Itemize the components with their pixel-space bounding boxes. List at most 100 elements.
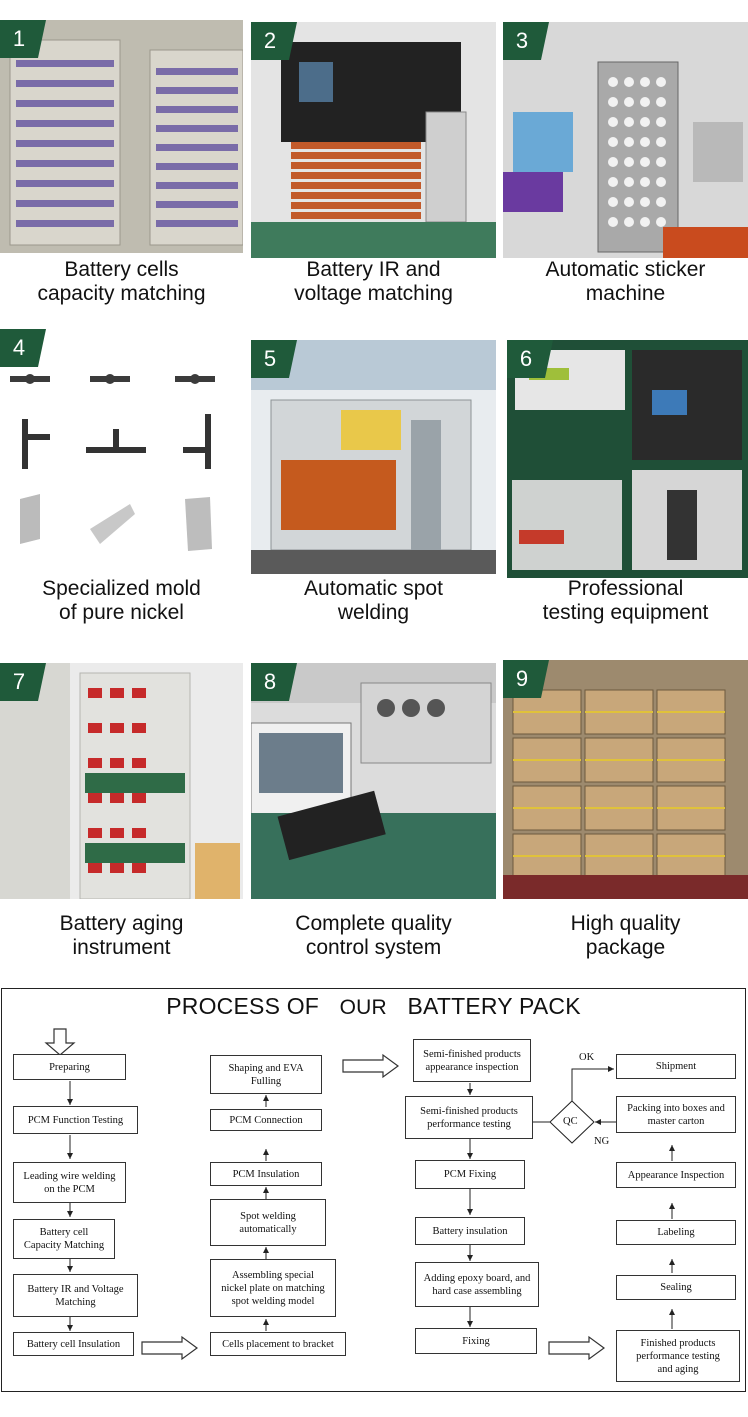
caption-line: Battery cells (64, 258, 179, 281)
step-image-7 (0, 663, 243, 899)
process-step-text: appearance inspection (425, 1061, 519, 1073)
process-step-text: Finished products (640, 1337, 716, 1349)
process-step-text: Labeling (657, 1227, 695, 1238)
process-step-text: Capacity Matching (23, 1240, 105, 1251)
caption-line: Battery aging (59, 912, 184, 935)
caption-line: testing equipment (542, 601, 709, 624)
process-step-text: PCM Insulation (232, 1168, 300, 1180)
process-step-3-4: Battery insulation (415, 1217, 525, 1245)
process-step-text: Fulling (250, 1075, 282, 1087)
caption-line: Automatic spot (304, 577, 443, 600)
process-step-4-3: Appearance Inspection (616, 1162, 736, 1188)
step-photo-1: 1 (0, 20, 243, 253)
process-step-text: master carton (647, 1115, 705, 1127)
caption-line: Specialized mold (42, 577, 201, 600)
process-step-text: Semi-finished products (420, 1105, 518, 1117)
process-step-text: Assembling special (232, 1269, 314, 1281)
step-number-badge: 5 (251, 340, 297, 378)
process-step-text: PCM Function Testing (27, 1114, 124, 1126)
process-step-text: PCM Connection (229, 1114, 303, 1126)
caption-line: welding (337, 601, 410, 624)
process-step-text: Shipment (655, 1061, 697, 1072)
step-photo-7: 7 (0, 663, 243, 899)
process-step-2-2: PCM Connection (210, 1109, 322, 1131)
process-step-text: Adding epoxy board, and (423, 1272, 531, 1284)
process-step-text: Battery cell (39, 1227, 89, 1238)
step-image-5 (251, 340, 496, 574)
process-step-text: Packing into boxes and (627, 1102, 725, 1114)
caption-line: Complete quality (295, 912, 452, 935)
flowchart-title: PROCESS OF OUR BATTERY PACK (2, 993, 745, 1020)
process-step-text: Semi-finished products (423, 1048, 521, 1060)
process-step-text: Appearance Inspection (627, 1169, 725, 1181)
step-number-badge: 9 (503, 660, 549, 698)
caption-line: Battery IR and (306, 258, 441, 281)
process-step-4-1: Shipment (616, 1054, 736, 1079)
qc-label: QC (563, 1116, 578, 1127)
process-step-2-6: Cells placement to bracket (210, 1332, 346, 1356)
step-image-2 (251, 22, 496, 258)
process-step-text: Spot welding (240, 1210, 296, 1222)
step-photo-6: 6 (507, 340, 748, 578)
step-photo-9: 9 (503, 660, 748, 899)
step-image-6 (507, 340, 748, 578)
step-photo-3: 3 (503, 22, 748, 258)
step-number-badge: 4 (0, 329, 46, 367)
step-number-badge: 8 (251, 663, 297, 701)
process-flowchart: PROCESS OF OUR BATTERY PACK (1, 988, 746, 1392)
process-step-4-5: Sealing (616, 1275, 736, 1300)
process-step-text: automatically (239, 1223, 297, 1235)
process-step-text: and aging (657, 1363, 699, 1375)
process-step-text: performance testing (636, 1350, 720, 1362)
step-number-badge: 1 (0, 20, 46, 58)
process-step-text: performance testing (427, 1118, 511, 1130)
process-step-text: spot welding model (231, 1295, 315, 1307)
title-part-2: OUR (339, 996, 387, 1019)
title-part-3: BATTERY PACK (407, 993, 581, 1019)
caption-line: package (585, 936, 666, 959)
process-step-text: Battery IR and Voltage (27, 1283, 124, 1295)
ok-label: OK (579, 1052, 595, 1063)
step-image-9 (503, 660, 748, 899)
caption-line: instrument (72, 936, 171, 959)
process-step-text: Fixing (462, 1335, 490, 1347)
step-number-badge: 2 (251, 22, 297, 60)
process-step-text: PCM Fixing (443, 1169, 497, 1180)
process-step-text: Preparing (49, 1061, 90, 1073)
process-step-text: Matching (55, 1296, 96, 1308)
step-image-1 (0, 20, 243, 253)
step-photo-2: 2 (251, 22, 496, 258)
process-step-1-6: Battery cell Insulation (13, 1332, 134, 1356)
process-step-text: Shaping and EVA (228, 1062, 304, 1074)
process-step-text: Battery insulation (432, 1225, 508, 1237)
process-step-3-6: Fixing (415, 1328, 537, 1354)
caption-line: voltage matching (294, 282, 453, 305)
process-step-text: hard case assembling (432, 1285, 522, 1297)
step-photo-8: 8 (251, 663, 496, 899)
caption-line: of pure nickel (59, 601, 184, 624)
process-step-1-1: Preparing (13, 1054, 126, 1080)
title-part-1: PROCESS OF (166, 993, 320, 1019)
process-step-text: Cells placement to bracket (222, 1338, 334, 1350)
step-image-3 (503, 22, 748, 258)
caption-line: Automatic sticker (545, 258, 706, 281)
